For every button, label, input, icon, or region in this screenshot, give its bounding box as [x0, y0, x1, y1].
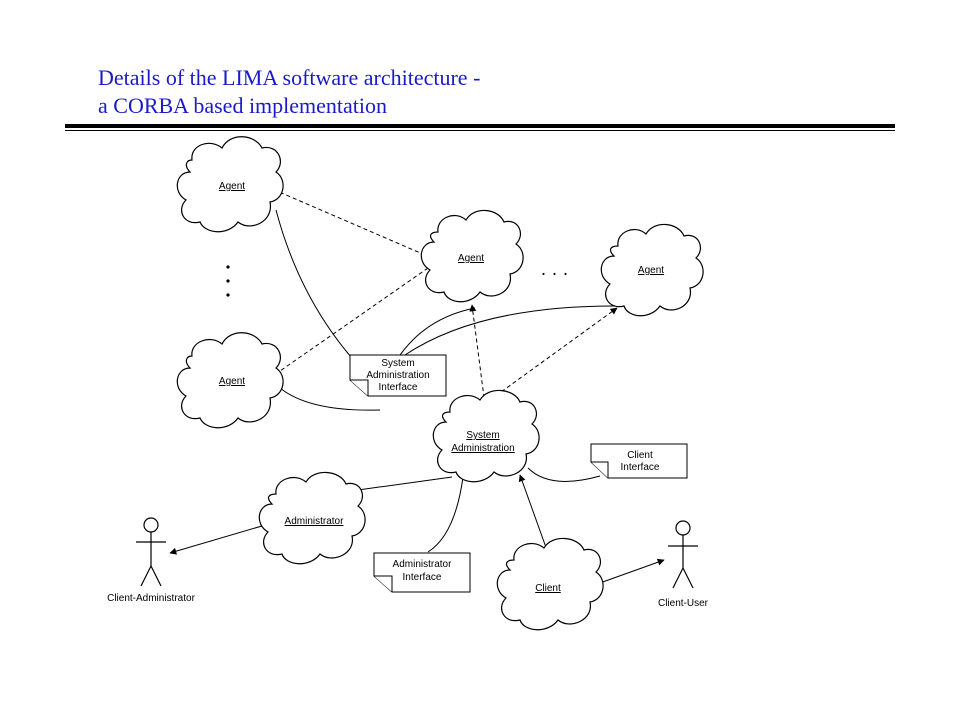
actor-client-administrator: Client-Administrator [107, 517, 196, 604]
actor-client-user: Client-User [658, 520, 709, 609]
vertical-ellipsis [226, 265, 230, 297]
line-sysadmin-to-admin-interface [427, 476, 464, 553]
sysadmin-interface-line-1: System [381, 358, 414, 369]
client-interface-line-1: Client [627, 450, 653, 461]
admin-interface-line-2: Interface [403, 572, 442, 583]
arrow-sysadmin-client [518, 474, 550, 554]
client-label: Client [535, 583, 561, 594]
line-agent-bottom-to-interface [279, 387, 381, 411]
horizontal-ellipsis: . . . [541, 259, 569, 279]
client-user-label: Client-User [658, 598, 709, 609]
title-line-2: a CORBA based implementation [98, 93, 388, 118]
administrator-cloud: Administrator [258, 471, 366, 565]
agent-label: Agent [458, 253, 484, 264]
agent-cloud-top-left: Agent [176, 136, 284, 233]
sysadmin-label-1: System [466, 430, 499, 441]
dashed-arrow-agent-to-agent-top [269, 187, 426, 256]
dashed-arrow-sysadmin-to-agent-right [489, 307, 618, 401]
agent-cloud-right: Agent [600, 223, 704, 317]
client-interface-line-2: Interface [621, 462, 660, 473]
client-interface-note: Client Interface [590, 443, 688, 479]
arrow-client-admin-administrator [169, 521, 273, 555]
sysadmin-interface-line-3: Interface [379, 382, 418, 393]
dashed-arrow-sysadmin-to-agent [469, 304, 486, 406]
title-line-1: Details of the LIMA software architectur… [98, 65, 481, 90]
agent-label: Agent [219, 376, 245, 387]
agent-cloud-middle: Agent [420, 209, 524, 303]
line-sysadmin-to-administrator [357, 476, 453, 491]
administrator-label: Administrator [285, 516, 345, 527]
client-cloud: Client [496, 537, 604, 631]
line-interface-to-agent [397, 307, 476, 359]
administrator-interface-note: Administrator Interface [373, 552, 471, 593]
title-rule-thick [65, 124, 895, 128]
line-client-interface-to-sysadmin [527, 467, 601, 482]
agent-cloud-bottom-left: Agent [176, 332, 284, 429]
title-rule-thin [65, 130, 895, 131]
slide-title: Details of the LIMA software architectur… [98, 64, 798, 120]
line-interface-to-agent-right [404, 305, 621, 356]
admin-interface-line-1: Administrator [393, 559, 453, 570]
agent-label: Agent [219, 181, 245, 192]
system-administration-interface-note: System Administration Interface [349, 354, 447, 397]
sysadmin-label-2: Administration [451, 443, 514, 454]
agent-label: Agent [638, 265, 664, 276]
system-administration-cloud: System Administration [432, 389, 540, 483]
sysadmin-interface-line-2: Administration [366, 370, 429, 381]
client-administrator-label: Client-Administrator [107, 593, 195, 604]
